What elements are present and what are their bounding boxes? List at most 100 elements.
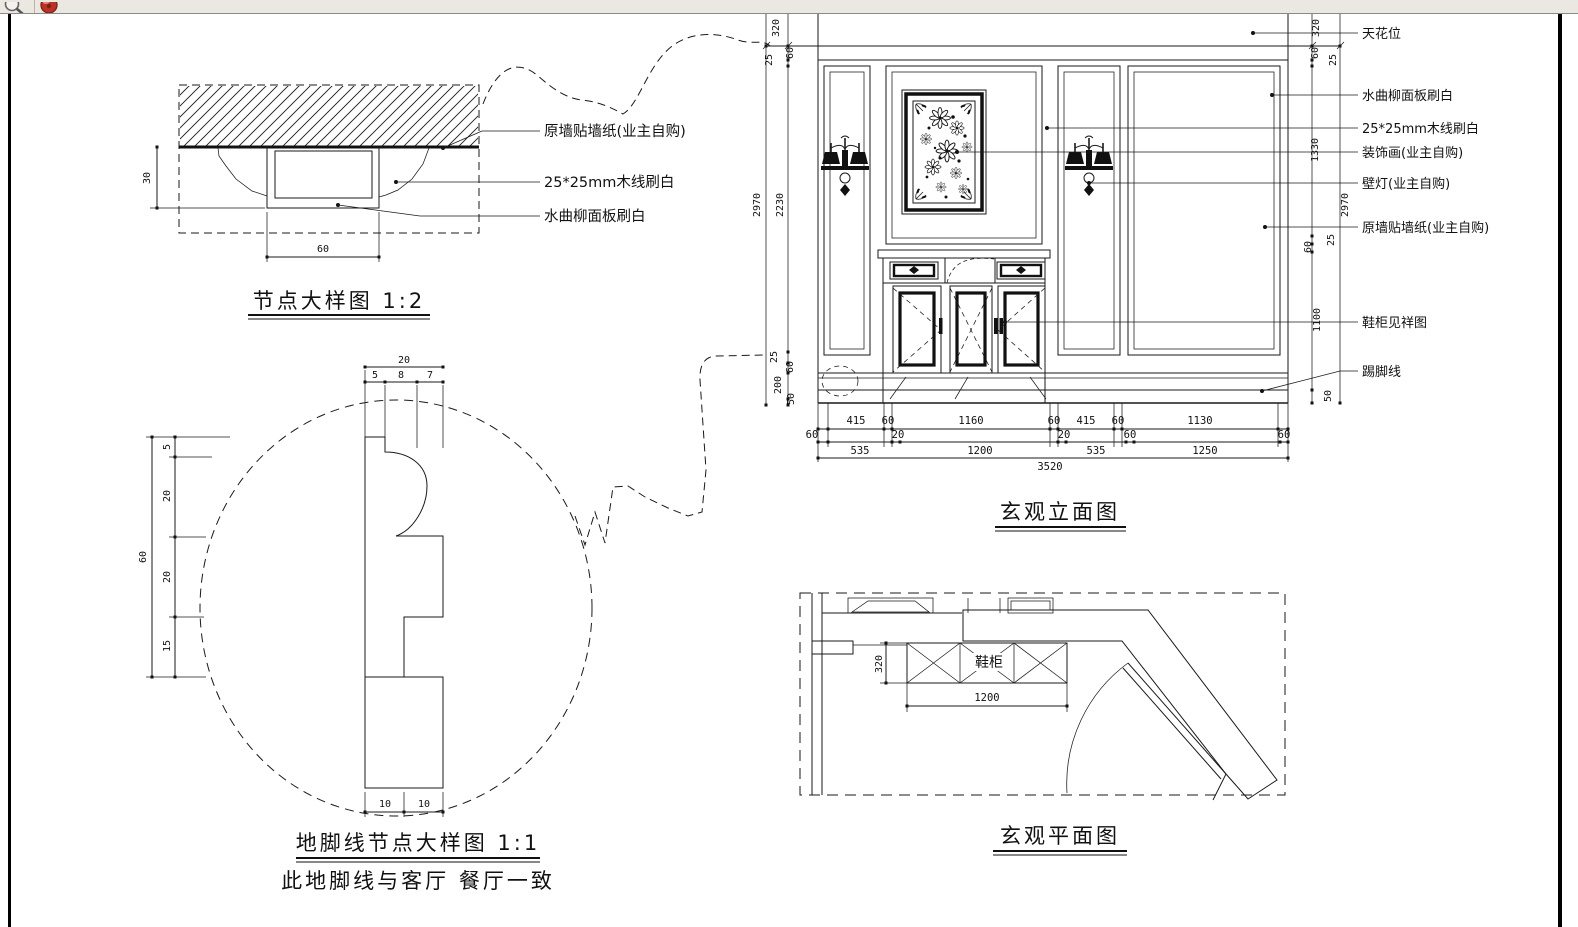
broken-wall-right <box>378 147 430 198</box>
label-shoe-cabinet: 鞋柜见祥图 <box>1362 315 1427 331</box>
skirting-profile <box>364 436 444 678</box>
plan-dims: 320 1200 <box>874 641 1069 712</box>
svg-text:1330: 1330 <box>1310 138 1321 162</box>
dim-depth: 30 <box>142 145 265 210</box>
skirting-title: 地脚线节点大样图 1:1 <box>296 831 540 855</box>
svg-text:1130: 1130 <box>1187 415 1212 427</box>
reference-squiggle-bottom <box>574 354 765 547</box>
elevation-dims-bottom: 415 60 1160 60 415 60 1130 60 535 20 1 <box>806 403 1291 473</box>
label-wall-lamp: 壁灯(业主自购) <box>1362 176 1450 192</box>
svg-text:2970: 2970 <box>752 193 763 217</box>
upper-cabinets-plan <box>847 597 1054 614</box>
toolbar-separator <box>34 0 35 13</box>
app-badge-icon[interactable] <box>39 0 61 13</box>
wall-lamp-right <box>1064 135 1114 197</box>
svg-text:20: 20 <box>892 429 905 441</box>
svg-text:320: 320 <box>1311 19 1322 37</box>
skirting-note: 此地脚线与客厅 餐厅一致 <box>281 869 555 893</box>
label-wallpaper: 原墙贴墙纸(业主自购) <box>1362 220 1489 236</box>
elevation-title: 玄观立面图 <box>1000 500 1120 524</box>
wall-lamp-left <box>820 135 870 197</box>
diagonal-wall <box>962 609 1278 800</box>
elevation-dims-right: 320 60 25 1330 2970 25 60 1100 50 <box>1303 19 1351 405</box>
plan-boundary <box>799 592 1286 796</box>
svg-text:1250: 1250 <box>1192 445 1217 457</box>
node-detail-title: 节点大样图 1:2 <box>253 289 425 313</box>
svg-text:25: 25 <box>764 54 775 66</box>
svg-text:320: 320 <box>874 655 885 673</box>
dims-top: 20 5 8 7 <box>363 355 445 448</box>
svg-text:1160: 1160 <box>958 415 983 427</box>
shoe-cabinet-elevation <box>821 249 1051 404</box>
svg-text:5: 5 <box>162 444 173 450</box>
wall-panels <box>823 65 1281 356</box>
dims-left: 60 5 20 20 15 <box>138 435 230 679</box>
elevation-dims-left: 2970 320 60 25 2230 25 60 200 50 <box>752 19 797 407</box>
wood-trim-crosshatch <box>274 150 373 199</box>
svg-text:10: 10 <box>418 799 430 810</box>
panel-board <box>266 147 380 209</box>
sheet-border <box>8 14 1562 927</box>
svg-text:60: 60 <box>138 551 149 563</box>
fig-node-detail: 30 60 原墙贴墙纸(业主自购) 25*25mm木线刷白 水曲柳面板 <box>142 34 771 320</box>
wall-stub <box>811 640 854 655</box>
skirting-base <box>364 676 444 789</box>
svg-text:25: 25 <box>769 351 780 363</box>
svg-text:60: 60 <box>1048 415 1061 427</box>
svg-text:25: 25 <box>1328 54 1339 66</box>
flower-art <box>919 107 973 199</box>
reference-squiggle-top <box>482 34 771 115</box>
svg-text:415: 415 <box>847 415 866 427</box>
svg-text:2230: 2230 <box>775 193 786 217</box>
label-wood-trim: 25*25mm木线刷白 <box>1362 121 1479 137</box>
svg-text:25: 25 <box>1326 234 1337 246</box>
svg-text:60: 60 <box>1124 429 1137 441</box>
svg-text:60: 60 <box>806 429 819 441</box>
fig-plan: 鞋柜 320 1200 玄观平面图 <box>799 592 1286 856</box>
toolbar <box>0 0 1578 14</box>
svg-text:1200: 1200 <box>967 445 992 457</box>
svg-text:1100: 1100 <box>1312 308 1323 332</box>
door-swing <box>1066 662 1227 794</box>
svg-text:535: 535 <box>851 445 870 457</box>
zoom-tool-icon[interactable] <box>0 0 30 13</box>
label-picture: 装饰画(业主自购) <box>1362 145 1463 161</box>
svg-text:60: 60 <box>1310 47 1321 59</box>
annotation-leaders <box>336 130 540 217</box>
svg-text:60: 60 <box>785 47 796 59</box>
shoe-cabinet-plan: 鞋柜 <box>906 642 1068 684</box>
svg-text:8: 8 <box>398 370 404 381</box>
detail-boundary <box>178 84 480 234</box>
wall-hatch <box>180 86 478 146</box>
detail-circle <box>199 399 593 817</box>
fig-elevation: 2970 320 60 25 2230 25 60 200 50 320 60 <box>752 13 1489 532</box>
elevation-annotations: 天花位 水曲柳面板刷白 25*25mm木线刷白 装饰画(业主自购) 壁灯(业主自… <box>955 26 1489 393</box>
cabinet-label: 鞋柜 <box>975 655 1003 671</box>
svg-text:535: 535 <box>1087 445 1106 457</box>
reference-bubble <box>821 365 859 397</box>
svg-text:20: 20 <box>1058 429 1071 441</box>
svg-text:20: 20 <box>162 490 173 502</box>
broken-wall-left <box>217 147 268 197</box>
svg-text:60: 60 <box>1278 429 1291 441</box>
svg-text:20: 20 <box>162 571 173 583</box>
svg-text:7: 7 <box>427 370 433 381</box>
label-wallpaper: 原墙贴墙纸(业主自购) <box>544 123 686 140</box>
svg-text:320: 320 <box>771 19 782 37</box>
svg-text:50: 50 <box>1323 390 1334 402</box>
label-ash-panel: 水曲柳面板刷白 <box>1362 88 1453 104</box>
dims-bottom: 10 10 <box>363 792 445 817</box>
svg-text:3520: 3520 <box>1037 461 1062 473</box>
svg-text:2970: 2970 <box>1340 193 1351 217</box>
svg-text:30: 30 <box>142 172 153 184</box>
svg-text:60: 60 <box>785 361 796 373</box>
svg-text:50: 50 <box>786 393 797 405</box>
plan-title: 玄观平面图 <box>1000 824 1120 848</box>
fig-skirting-detail: 20 5 8 7 60 5 <box>138 354 765 893</box>
svg-text:60: 60 <box>882 415 895 427</box>
svg-text:415: 415 <box>1077 415 1096 427</box>
svg-text:5: 5 <box>372 370 378 381</box>
svg-text:10: 10 <box>379 799 391 810</box>
